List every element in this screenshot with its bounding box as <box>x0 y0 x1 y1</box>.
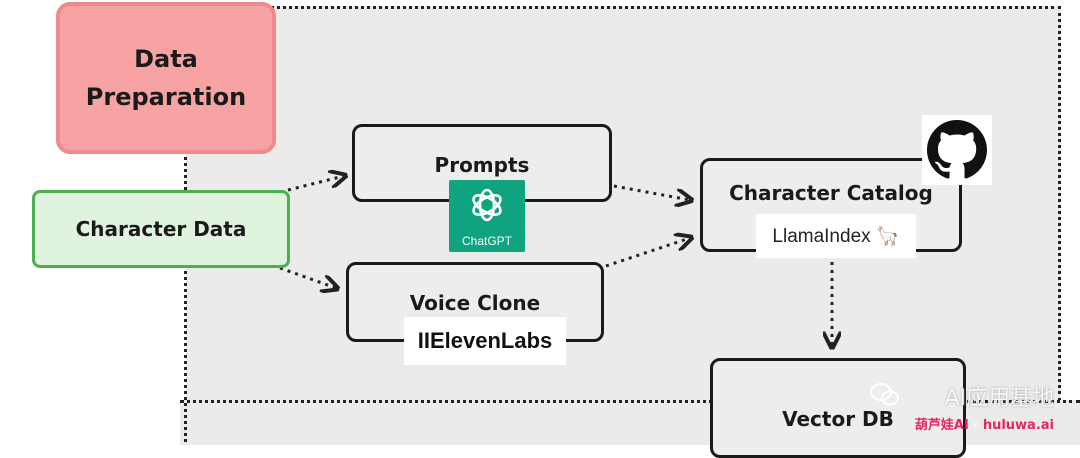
watermark-line2: 葫芦娃AI · huluwa.ai <box>915 414 1054 433</box>
connector-arrows <box>279 0 1080 442</box>
arrow-chardata-to-prompts <box>287 176 344 192</box>
github-icon <box>922 115 992 185</box>
node-vector-db: Vector DB <box>710 358 966 458</box>
openai-knot-icon <box>472 188 502 222</box>
node-data-preparation: Data Preparation <box>56 2 276 154</box>
node-character-data: Character Data <box>32 190 290 268</box>
chatgpt-logo-label: ChatGPT <box>461 234 512 248</box>
elevenlabs-logo-label: IIElevenLabs <box>417 328 553 353</box>
arrow-chardata-to-voiceclone <box>279 266 336 288</box>
chatgpt-logo: ChatGPT <box>449 180 525 252</box>
node-character-catalog: Character Catalog <box>700 158 962 252</box>
arrow-prompts-to-catalog <box>613 184 690 200</box>
node-character-data-label: Character Data <box>75 217 247 241</box>
arrow-voiceclone-to-catalog <box>605 238 690 268</box>
node-vector-db-label: Vector DB <box>782 407 894 431</box>
node-voice-clone-label: Voice Clone <box>409 291 541 315</box>
elevenlabs-logo: IIElevenLabs <box>404 317 566 365</box>
watermark-url: huluwa.ai <box>982 418 1054 433</box>
node-data-preparation-label: Data Preparation <box>85 45 247 111</box>
watermark-separator: · <box>968 418 983 433</box>
node-character-catalog-label: Character Catalog <box>729 181 933 205</box>
zone-left-border <box>184 150 187 442</box>
wechat-icon <box>870 383 899 406</box>
node-prompts-label: Prompts <box>434 153 530 177</box>
watermark-line1: AI应用基地 <box>944 386 1054 411</box>
llamaindex-logo-label: LlamaIndex 🦙 <box>772 226 900 247</box>
llamaindex-logo: LlamaIndex 🦙 <box>756 214 916 258</box>
watermark-brand: 葫芦娃AI <box>914 418 969 433</box>
watermark: AI应用基地 葫芦娃AI · huluwa.ai <box>915 380 1054 433</box>
